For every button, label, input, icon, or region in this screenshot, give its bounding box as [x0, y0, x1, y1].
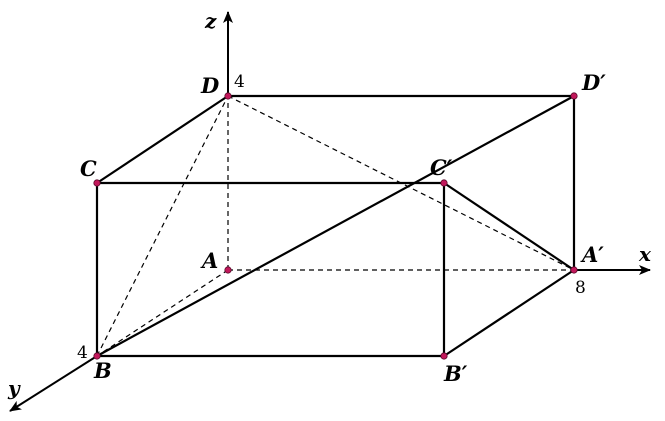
label-B-prime: B′ — [443, 361, 468, 386]
point-B-prime — [440, 352, 448, 360]
point-D — [224, 92, 232, 100]
label-C-prime: C′ — [430, 155, 453, 180]
z-axis-label: z — [204, 9, 217, 33]
label-D: D — [200, 73, 220, 98]
x-tick-value: 8 — [575, 278, 586, 298]
edge-A-B — [96, 269, 229, 357]
edge-B-D — [96, 95, 229, 357]
label-D-prime: D′ — [581, 70, 606, 95]
point-B — [93, 352, 101, 360]
y-axis-label: y — [7, 376, 21, 400]
label-A-prime: A′ — [580, 242, 604, 267]
x-axis-label: x — [638, 242, 652, 266]
label-C: C — [80, 156, 97, 181]
z-tick-value: 4 — [234, 72, 245, 92]
point-D-prime — [570, 92, 578, 100]
point-A-prime — [570, 266, 578, 274]
y-tick-value: 4 — [77, 343, 88, 363]
y-axis — [9, 355, 98, 412]
edge-C-prime-A-prime — [442, 181, 576, 272]
point-C-prime — [440, 179, 448, 187]
point-C — [93, 179, 101, 187]
edge-B-D-prime — [95, 94, 576, 358]
point-A — [224, 266, 232, 274]
label-A: A — [200, 248, 218, 273]
label-B: B — [93, 358, 112, 383]
edge-B-prime-A-prime — [442, 268, 576, 358]
edge-C-D — [95, 94, 230, 185]
